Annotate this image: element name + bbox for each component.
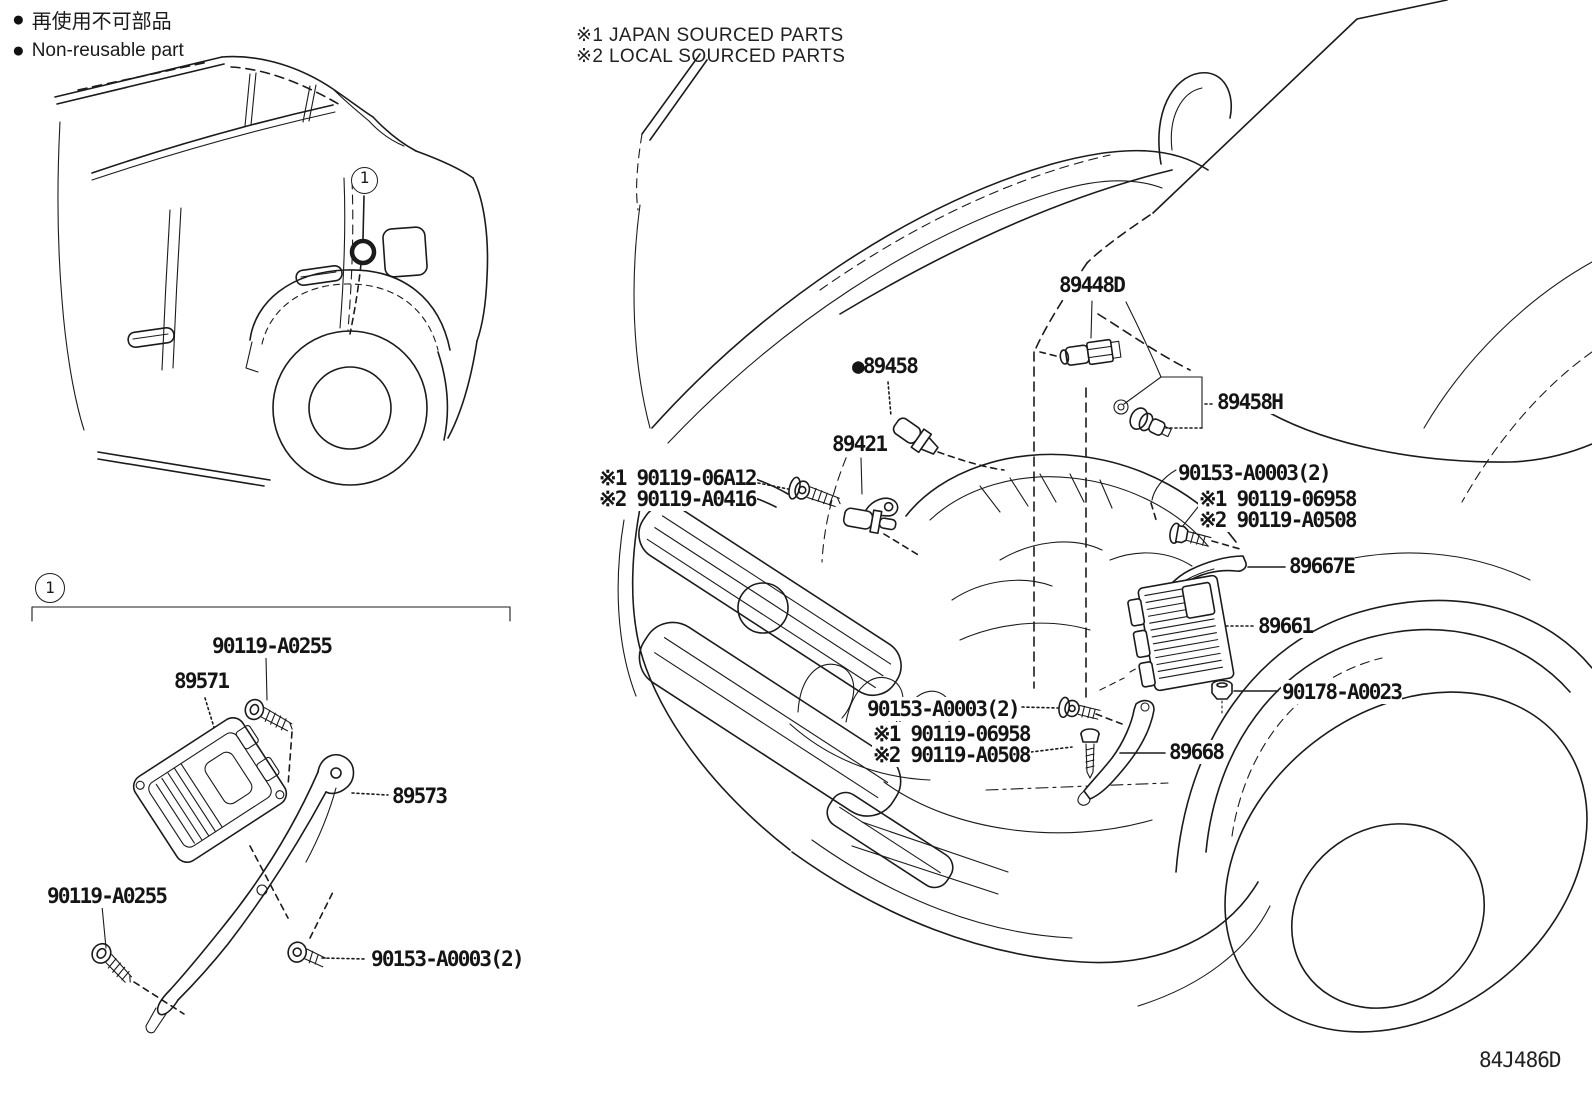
callout-1-detail[interactable]: 1 bbox=[35, 573, 65, 603]
part-label-90178-A0023[interactable]: 90178-A0023 bbox=[1281, 680, 1403, 704]
sensor-89448d-icon bbox=[1059, 338, 1122, 366]
door-handle-icon bbox=[127, 264, 343, 349]
part-label-89571[interactable]: 89571 bbox=[173, 669, 230, 693]
rear-vehicle-illustration bbox=[54, 55, 489, 487]
screw-icon bbox=[91, 942, 132, 983]
ecu-89571-icon bbox=[132, 717, 288, 863]
fasteners-and-leaders bbox=[757, 300, 1286, 806]
part-label-89661[interactable]: 89661 bbox=[1257, 614, 1314, 638]
non-reusable-bullet-icon: ● bbox=[12, 8, 25, 31]
location-marker-circle bbox=[349, 238, 377, 266]
part-label-90119-A0416[interactable]: ※2 90119-A0416 bbox=[598, 487, 758, 511]
legend-row-jp: ● 再使用不可部品 bbox=[12, 4, 184, 35]
sensor-89421-icon bbox=[842, 497, 899, 535]
screw-icon bbox=[244, 698, 293, 732]
part-label-90119-06A12[interactable]: ※1 90119-06A12 bbox=[598, 466, 758, 490]
skid-plate-icon bbox=[826, 791, 954, 889]
part-label-89458[interactable]: ●89458 bbox=[851, 354, 919, 378]
emblem-icon bbox=[737, 582, 789, 634]
fuel-door-icon bbox=[382, 226, 428, 278]
bracket-89573-icon bbox=[145, 754, 355, 1034]
note-local-sourced: ※2 LOCAL SOURCED PARTS bbox=[576, 46, 846, 67]
diagram-code: 84J486D bbox=[1479, 1048, 1562, 1072]
bracket-89668-icon bbox=[1077, 699, 1155, 806]
part-label-89667E[interactable]: 89667E bbox=[1288, 554, 1356, 578]
nut-icon bbox=[1211, 679, 1233, 716]
note-japan-sourced: ※1 JAPAN SOURCED PARTS bbox=[576, 25, 844, 46]
part-label-89421[interactable]: 89421 bbox=[831, 432, 888, 456]
part-label-90119-06958-lower[interactable]: ※1 90119-06958 bbox=[872, 722, 1032, 746]
sensor-89458-icon bbox=[892, 417, 939, 455]
legend-text-en: Non-reusable part bbox=[31, 39, 184, 61]
legend-text-jp: 再使用不可部品 bbox=[31, 11, 172, 33]
part-label-90153-A0003-upper[interactable]: 90153-A0003(2) bbox=[1177, 461, 1332, 485]
screw-icon bbox=[1080, 728, 1100, 779]
screw-icon bbox=[287, 941, 327, 968]
part-label-90119-A0508-lower[interactable]: ※2 90119-A0508 bbox=[872, 743, 1032, 767]
non-reusable-bullet-icon: ● bbox=[12, 39, 25, 62]
part-label-90119-A0508-upper[interactable]: ※2 90119-A0508 bbox=[1198, 508, 1358, 532]
legend: ● 再使用不可部品 ● Non-reusable part bbox=[12, 4, 184, 66]
grille-icon bbox=[638, 503, 902, 817]
ecu-89661-icon bbox=[1127, 574, 1235, 692]
front-vehicle-illustration bbox=[617, 0, 1592, 1033]
part-label-89448D[interactable]: 89448D bbox=[1058, 273, 1126, 297]
detail-view-1 bbox=[31, 606, 511, 1034]
bolt-icon bbox=[788, 476, 841, 508]
callout-1-vehicle[interactable]: 1 bbox=[351, 167, 378, 194]
part-label-90119-A0255-upper[interactable]: 90119-A0255 bbox=[211, 634, 333, 658]
part-label-89573[interactable]: 89573 bbox=[391, 784, 448, 808]
part-label-90153-A0003-detail[interactable]: 90153-A0003(2) bbox=[370, 947, 525, 971]
part-label-90119-06958-upper[interactable]: ※1 90119-06958 bbox=[1198, 487, 1358, 511]
bolt-icon bbox=[1169, 522, 1212, 547]
plug-89458h-icon bbox=[1129, 407, 1172, 438]
screw-icon bbox=[1058, 696, 1101, 720]
legend-row-en: ● Non-reusable part bbox=[12, 35, 184, 66]
part-label-89458H[interactable]: 89458H bbox=[1216, 390, 1284, 414]
part-label-90119-A0255-lower[interactable]: 90119-A0255 bbox=[46, 884, 168, 908]
part-label-89668[interactable]: 89668 bbox=[1168, 740, 1225, 764]
part-label-90153-A0003-lower[interactable]: 90153-A0003(2) bbox=[866, 697, 1021, 721]
